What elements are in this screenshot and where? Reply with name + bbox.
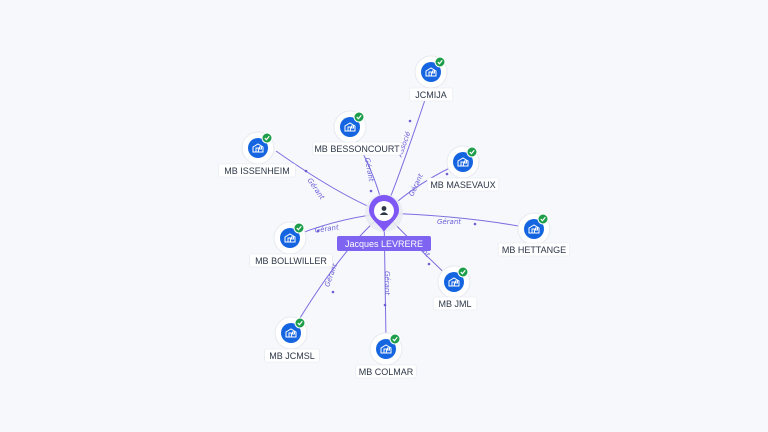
edge-arrow bbox=[304, 169, 308, 173]
edge-arrow bbox=[383, 303, 387, 307]
person-name: Jacques LEVRERE bbox=[345, 239, 423, 249]
verified-check-icon bbox=[457, 266, 469, 278]
relation-edge bbox=[383, 212, 387, 341]
company-node-masev[interactable]: MB MASEVAUX bbox=[426, 145, 500, 192]
relation-label: Gérant bbox=[363, 157, 375, 182]
verified-check-icon bbox=[466, 146, 478, 158]
building-icon bbox=[380, 344, 392, 354]
verified-check-icon bbox=[294, 317, 306, 329]
company-name: MB JCMSL bbox=[269, 351, 315, 361]
company-label-bg bbox=[355, 364, 417, 379]
building-icon bbox=[284, 233, 296, 243]
company-name: MB MASEVAUX bbox=[430, 180, 495, 190]
edge-arrow bbox=[427, 262, 431, 266]
building-icon bbox=[285, 328, 297, 338]
relation-label: Gérant bbox=[407, 172, 425, 197]
company-node-jcmija[interactable]: JCMIJA bbox=[408, 55, 454, 102]
edge-arrow bbox=[473, 222, 477, 226]
verified-check-icon bbox=[537, 213, 549, 225]
building-icon bbox=[425, 67, 437, 77]
company-node-jcmsl[interactable]: MB JCMSL bbox=[264, 316, 320, 363]
company-name: MB HETTANGE bbox=[502, 245, 566, 255]
edge-arrow bbox=[331, 290, 335, 294]
edge-arrow bbox=[369, 189, 373, 193]
edge-arrow bbox=[316, 229, 320, 233]
company-name: MB ISSENHEIM bbox=[224, 166, 290, 176]
building-icon bbox=[252, 143, 264, 153]
company-label-bg bbox=[426, 177, 500, 192]
company-name: MB BOLLWILLER bbox=[255, 256, 327, 266]
verified-check-icon bbox=[389, 333, 401, 345]
relation-label: Gérant bbox=[437, 218, 461, 226]
company-label-bg bbox=[218, 163, 296, 178]
company-node-jml[interactable]: MB JML bbox=[432, 265, 478, 311]
company-name: MB BESSONCOURT bbox=[314, 144, 400, 154]
company-label-bg bbox=[312, 141, 402, 156]
company-name: MB JML bbox=[438, 299, 471, 309]
company-node-issen[interactable]: MB ISSENHEIM bbox=[218, 131, 296, 178]
building-icon bbox=[448, 277, 460, 287]
building-icon bbox=[344, 122, 356, 132]
verified-check-icon bbox=[293, 222, 305, 234]
company-node-boll[interactable]: MB BOLLWILLER bbox=[249, 221, 333, 268]
person-icon bbox=[379, 206, 389, 215]
verified-check-icon bbox=[353, 111, 365, 123]
edge-arrow bbox=[445, 172, 449, 176]
company-label-bg bbox=[497, 242, 571, 257]
company-label-bg bbox=[432, 296, 478, 311]
relation-label: Gérant bbox=[305, 177, 326, 202]
company-name: MB COLMAR bbox=[359, 367, 414, 377]
verified-check-icon bbox=[261, 132, 273, 144]
company-name: JCMIJA bbox=[415, 90, 447, 100]
relation-label: Gérant bbox=[383, 271, 391, 295]
company-label-bg bbox=[249, 253, 333, 268]
person-node[interactable]: Jacques LEVRERE bbox=[337, 194, 431, 251]
building-icon bbox=[457, 157, 469, 167]
relation-label: Gérant bbox=[314, 223, 339, 234]
company-node-hett[interactable]: MB HETTANGE bbox=[497, 212, 571, 257]
company-label-bg bbox=[408, 87, 454, 102]
company-node-colmar[interactable]: MB COLMAR bbox=[355, 332, 417, 379]
person-label-bg bbox=[337, 236, 431, 251]
building-icon bbox=[528, 224, 540, 234]
edge-arrow bbox=[408, 119, 412, 123]
verified-check-icon bbox=[434, 56, 446, 68]
company-label-bg bbox=[264, 348, 320, 363]
company-node-besson[interactable]: MB BESSONCOURT bbox=[312, 110, 402, 156]
